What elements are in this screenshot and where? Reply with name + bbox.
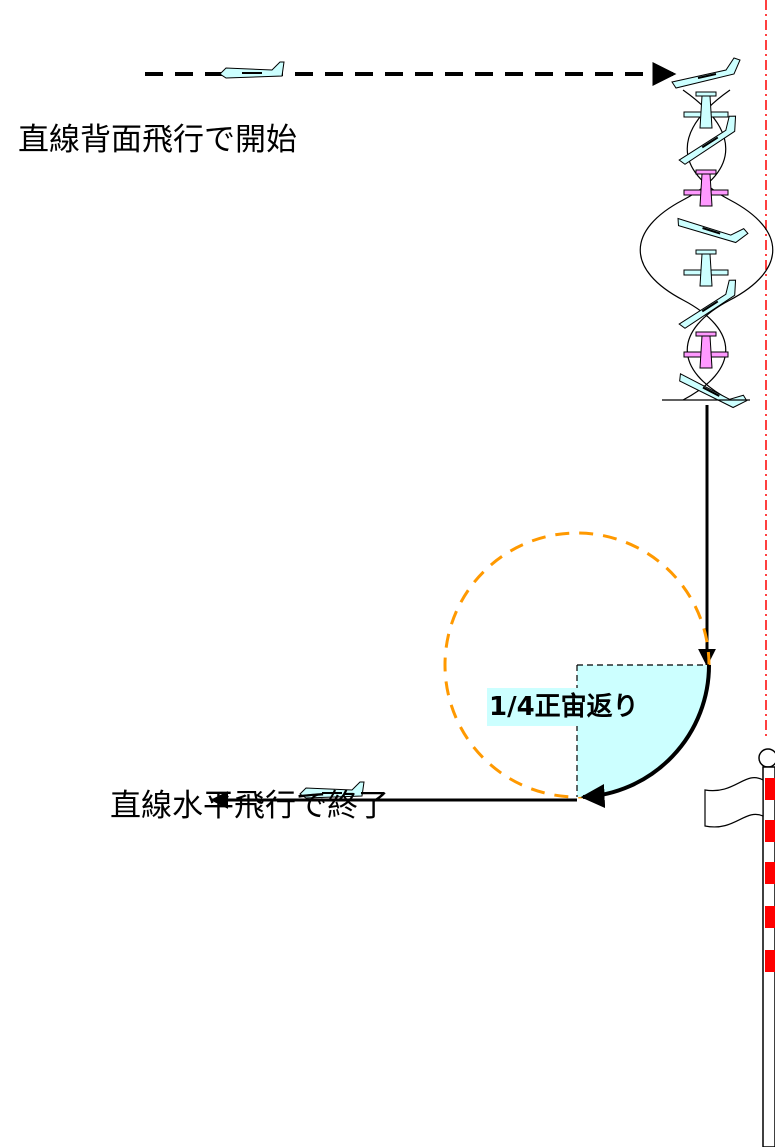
roll-helix [639, 89, 774, 401]
quarter-loop-path [580, 664, 712, 808]
airplane-icon [683, 249, 729, 287]
airplane-icon [219, 61, 285, 79]
airplane-icon [683, 169, 729, 207]
airplane-icon [683, 91, 729, 129]
airplane-icon [674, 196, 750, 259]
airplane-icon [683, 331, 729, 369]
start-label: 直線背面飛行で開始 [18, 122, 297, 158]
airplane-icon [671, 57, 741, 89]
flag-icon [704, 748, 775, 1147]
maneuver-label: 1/4正宙返り [487, 688, 641, 726]
end-label: 直線水平飛行で終了 [110, 788, 389, 824]
